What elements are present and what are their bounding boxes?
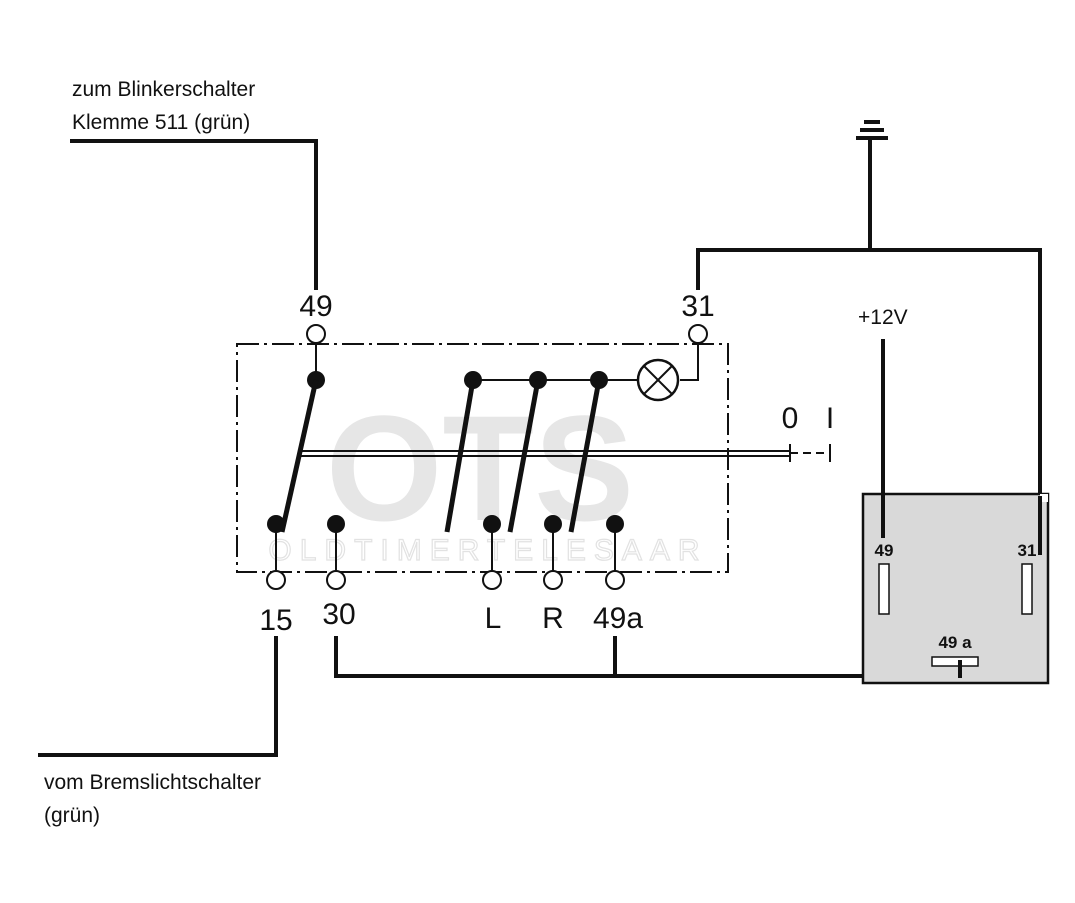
blinker-label-line1: zum Blinkerschalter: [72, 78, 255, 101]
switch-actuator: 0 I: [298, 402, 834, 462]
terminal-R-label: R: [542, 602, 564, 635]
relay-pin-31-label: 31: [1018, 541, 1037, 560]
switch-blades: [279, 379, 602, 533]
switch-housing: [236, 343, 729, 573]
terminal-49-label: 49: [299, 290, 332, 323]
watermark-logo: OTS: [326, 384, 634, 552]
flasher-relay: 49 31 49 a: [861, 492, 1050, 685]
plus12v-label: +12V: [858, 306, 908, 329]
terminal-30-label: 30: [322, 598, 355, 631]
terminal-49a-ring: [605, 570, 625, 590]
brake-label-line2: (grün): [44, 804, 100, 827]
relay-pin-49: [878, 563, 890, 615]
terminal-31-label: 31: [681, 290, 714, 323]
terminal-15-ring: [266, 570, 286, 590]
terminal-L-label: L: [485, 602, 502, 635]
relay-box: [861, 492, 1050, 685]
watermark-subtext: OLDTIMERTELESAAR: [268, 534, 707, 567]
terminal-L-ring: [482, 570, 502, 590]
terminal-30-ring: [326, 570, 346, 590]
terminal-49-ring: [306, 324, 326, 344]
brake-label-line1: vom Bremslichtschalter: [44, 771, 261, 794]
relay-pin-49a: [931, 656, 979, 667]
position-0-label: 0: [782, 402, 799, 435]
wire-ground-bus: [696, 248, 1042, 555]
bottom-stems: [275, 524, 616, 572]
terminal-31-ring: [688, 324, 708, 344]
lamp-circuit: [473, 343, 699, 402]
relay-pin-31: [1021, 563, 1033, 615]
terminal-49a-label: 49a: [593, 602, 643, 635]
watermark: OTS OLDTIMERTELESAAR: [268, 384, 707, 568]
ground-icon: [856, 120, 888, 252]
position-1-label: I: [826, 402, 834, 435]
relay-pin-49a-label: 49 a: [938, 633, 972, 652]
blinker-label-line2: Klemme 511 (grün): [72, 111, 250, 134]
terminal-R-ring: [543, 570, 563, 590]
relay-pin-49-label: 49: [875, 541, 894, 560]
terminal-15-label: 15: [259, 604, 292, 637]
wire-brake: [38, 636, 278, 757]
